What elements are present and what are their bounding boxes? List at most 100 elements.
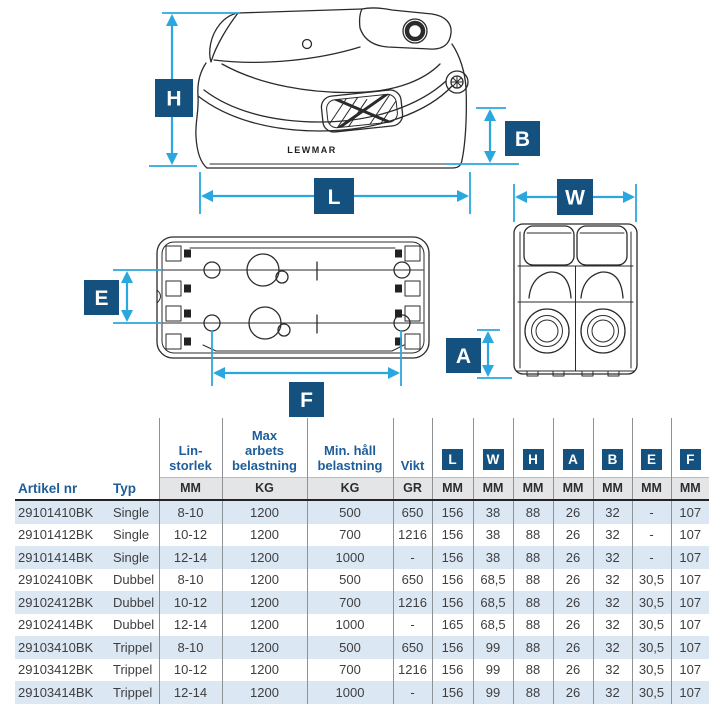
dim-label-box-a <box>446 338 481 373</box>
cell-value: 1200 <box>221 523 307 546</box>
cell-value: 88 <box>512 636 553 659</box>
dimension-diagram: LEWMAR <box>84 7 638 417</box>
cell-value: 26 <box>552 500 593 524</box>
cell-value: 88 <box>512 613 553 636</box>
cell-value: 1200 <box>221 546 307 569</box>
unit-cell: MM <box>552 476 593 501</box>
cell-value: 26 <box>552 568 593 591</box>
cell-value: 26 <box>552 591 593 614</box>
cell-value: 156 <box>431 568 473 591</box>
cell-value: 88 <box>512 591 553 614</box>
unit-cell: MM <box>631 476 671 501</box>
dim-header-box-f: F <box>679 448 701 470</box>
cell-value: - <box>392 681 432 704</box>
unit-cell: MM <box>670 476 709 501</box>
col-header-min-hallbelastning: Min. håll belastning <box>306 418 393 477</box>
dim-header-box-h: H <box>522 448 544 470</box>
cell-value: 8-10 <box>158 568 222 591</box>
cell-value: 1000 <box>306 546 393 569</box>
col-header-vikt: Vikt <box>392 418 432 477</box>
dim-label-box-f <box>289 382 324 417</box>
dim-label-box-b <box>505 121 540 156</box>
cell-value: 500 <box>306 500 393 524</box>
dim-header-box-l: L <box>442 448 463 470</box>
cell-artikel-nr: 29102410BK <box>18 572 94 588</box>
dim-header-box-b: B <box>602 448 623 470</box>
cell-value: 1000 <box>306 681 393 704</box>
cell-value: 107 <box>670 568 709 591</box>
cell-value: 500 <box>306 636 393 659</box>
cell-value: 26 <box>552 658 593 681</box>
cell-value: 30,5 <box>631 681 671 704</box>
cell-value: 38 <box>472 500 513 524</box>
cell-value: 700 <box>306 658 393 681</box>
cell-value: 650 <box>392 568 432 591</box>
cell-value: 156 <box>431 636 473 659</box>
cell-value: 88 <box>512 568 553 591</box>
cell-typ: Single <box>113 549 150 565</box>
cell-value: 26 <box>552 523 593 546</box>
cell-value: 26 <box>552 546 593 569</box>
cell-value: 1200 <box>221 658 307 681</box>
cell-value: 32 <box>592 500 632 524</box>
cell-value: 8-10 <box>158 636 222 659</box>
cell-value: 38 <box>472 546 513 569</box>
cell-value: 30,5 <box>631 591 671 614</box>
dim-header-box-e: E <box>641 448 662 470</box>
keyhole-slot <box>246 253 280 287</box>
dim-A: A <box>446 329 512 379</box>
cell-value: 107 <box>670 636 709 659</box>
cell-value: 156 <box>431 681 473 704</box>
cell-artikel-nr: 29101412BK <box>18 527 94 543</box>
dim-label-box-w <box>557 179 593 215</box>
cell-value: 68,5 <box>472 568 513 591</box>
cell-typ: Trippel <box>113 662 153 678</box>
cell-value: 32 <box>592 613 632 636</box>
cell-value: - <box>392 613 432 636</box>
cell-value: 107 <box>670 546 709 569</box>
cell-value: 700 <box>306 523 393 546</box>
cell-artikel-nr: 29101410BK <box>18 504 94 520</box>
col-header-dim-b: B <box>592 418 632 477</box>
cell-artikel-nr: 29101414BK <box>18 549 94 565</box>
cell-value: 32 <box>592 681 632 704</box>
cell-value: 88 <box>512 500 553 524</box>
cell-value: 99 <box>472 636 513 659</box>
col-header-dim-h: H <box>512 418 553 477</box>
cell-typ: Trippel <box>113 639 153 655</box>
mount-hole <box>393 261 411 279</box>
cell-value: 8-10 <box>158 500 222 524</box>
cell-value: 107 <box>670 681 709 704</box>
mount-hole <box>203 261 221 279</box>
rope-hole <box>580 308 626 354</box>
cell-artikel-nr: 29103410BK <box>18 639 94 655</box>
dim-label-w: W <box>565 187 585 210</box>
cell-value: 38 <box>472 523 513 546</box>
cell-value: 156 <box>431 500 473 524</box>
col-header-linstorlek: Lin- storlek <box>158 418 222 477</box>
side-view-drawing: LEWMAR <box>195 7 469 169</box>
cell-value: 30,5 <box>631 658 671 681</box>
cell-value: 88 <box>512 523 553 546</box>
cell-value: 32 <box>592 546 632 569</box>
cell-value: 107 <box>670 523 709 546</box>
dim-F: F <box>211 330 402 417</box>
cell-value: 10-12 <box>158 591 222 614</box>
dim-L: L <box>199 172 471 214</box>
cell-value: 165 <box>431 613 473 636</box>
cell-value: 10-12 <box>158 523 222 546</box>
cell-value: 1216 <box>392 523 432 546</box>
cell-typ: Trippel <box>113 684 153 700</box>
table-units-row: Artikel nr Typ MM KG KG GR MM MM MM MM M… <box>15 476 709 501</box>
cell-value: 1000 <box>306 613 393 636</box>
unit-cell: KG <box>221 476 307 501</box>
cell-value: - <box>631 500 671 524</box>
screw-icon <box>445 70 469 94</box>
dim-label-l: L <box>328 186 341 209</box>
cell-value: 26 <box>552 681 593 704</box>
cell-value: 700 <box>306 591 393 614</box>
cell-value: 500 <box>306 568 393 591</box>
